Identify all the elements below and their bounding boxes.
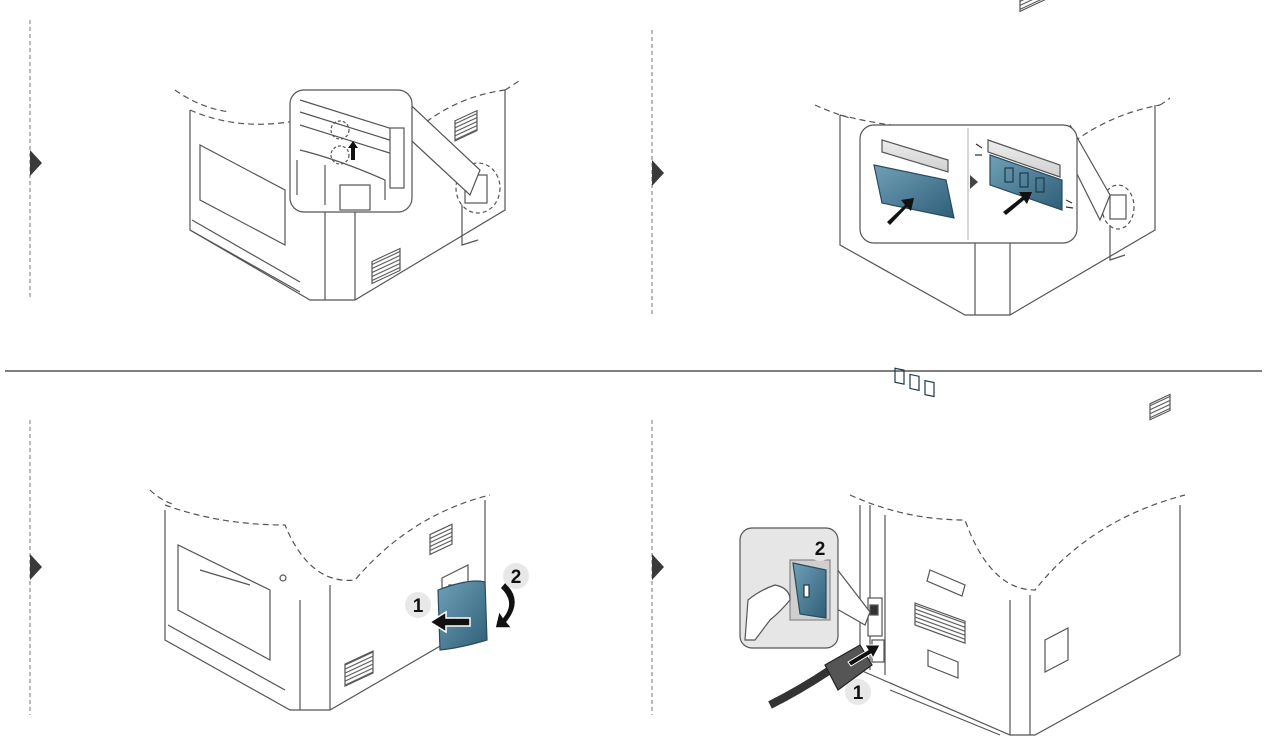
step-marker-1 [29, 20, 42, 300]
push-arrow-icon [847, 644, 881, 667]
side-vent [1019, 0, 1049, 13]
magnifier-pointer [399, 94, 481, 197]
step-marker-4 [651, 420, 664, 715]
memory-module-seated [989, 154, 1063, 211]
push-arrow-icon [1003, 192, 1032, 215]
printer-body [859, 505, 1181, 736]
side-vent [344, 650, 374, 688]
callout-bubble-1 [845, 679, 871, 705]
step-marker-2 [651, 30, 664, 315]
callout-label-2: 2 [511, 567, 522, 588]
callout-label-1: 1 [853, 683, 864, 704]
memory-slot-right [975, 139, 1074, 215]
callout-label-1: 1 [413, 596, 424, 617]
magnifier-pointer [1069, 124, 1111, 222]
panel-step-2 [814, 0, 1171, 398]
rear-vent [914, 602, 966, 645]
panel-step-3 [149, 489, 529, 711]
pull-arrow-icon [428, 610, 471, 634]
callout-bubble-1 [405, 592, 431, 618]
front-tray [177, 544, 271, 662]
power-cord [768, 666, 833, 709]
panel-step-1 [174, 79, 521, 301]
step-marker-arrow [30, 150, 42, 176]
step-marker-arrow [652, 160, 664, 186]
step-marker-arrow [30, 554, 42, 580]
side-vent [371, 247, 401, 285]
rotate-arrow-icon [494, 580, 517, 629]
sequence-arrow [970, 175, 978, 189]
push-arrow-icon [887, 198, 914, 225]
step-marker-arrow [652, 554, 664, 580]
panel-step-4 [739, 393, 1186, 736]
magnifier-pointer [829, 559, 871, 626]
latch-highlight-bottom [330, 145, 350, 165]
callout-bubble-2 [807, 535, 833, 561]
top-vent [429, 523, 453, 556]
side-vent [1149, 393, 1171, 421]
finger-hand [744, 584, 791, 641]
top-vent [454, 109, 478, 142]
board-highlight [455, 162, 501, 214]
callout-label-2: 2 [815, 539, 826, 560]
memory-module-tilted [873, 164, 955, 219]
memory-slot-left [873, 139, 955, 398]
callout-bubble-2 [503, 563, 529, 589]
front-tray [199, 144, 286, 246]
latch-highlight-top [330, 120, 350, 140]
step-marker-3 [29, 420, 42, 715]
power-socket [867, 597, 883, 637]
up-arrow-icon [348, 141, 358, 160]
control-board-cover [437, 580, 488, 651]
